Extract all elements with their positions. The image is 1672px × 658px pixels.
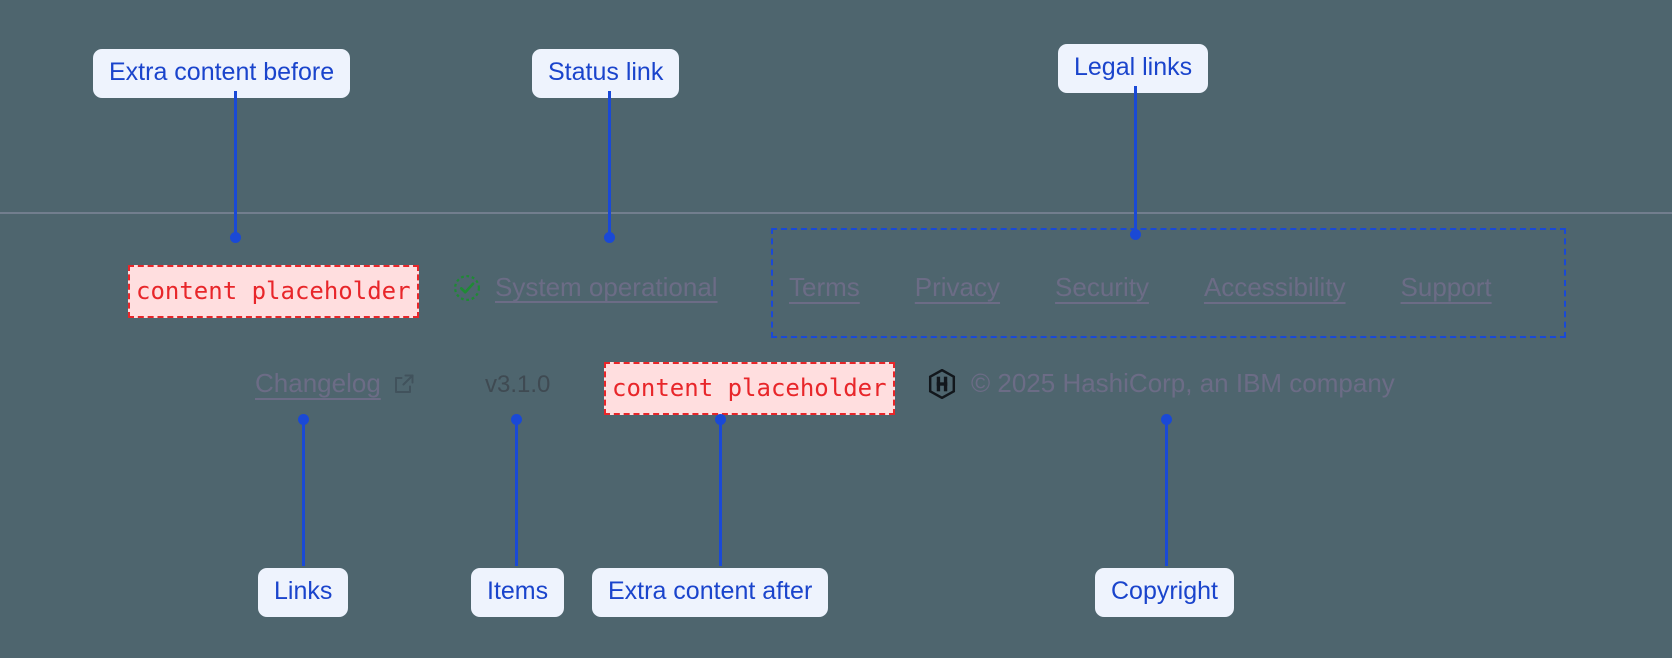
status-link-label: System operational [495,272,718,302]
hashicorp-logo [928,368,956,399]
leader-line-copyright [1165,419,1168,566]
leader-line-extra-before [234,91,237,238]
callout-extra-content-before: Extra content before [93,49,351,98]
copyright-text: © 2025 HashiCorp, an IBM company [971,368,1395,398]
extra-content-after-slot: content placeholder [604,362,895,415]
legal-links-list: Terms Privacy Security Accessibility Sup… [789,272,1492,303]
leader-line-links [302,419,305,566]
changelog-label: Changelog [255,368,381,398]
check-circle-icon [454,274,480,301]
callout-links: Links [258,568,349,617]
changelog-link[interactable]: Changelog [255,368,416,399]
legal-link-accessibility[interactable]: Accessibility [1203,272,1346,302]
legal-links-highlight-box [771,228,1566,338]
callout-extra-content-after: Extra content after [592,568,829,617]
callout-copyright: Copyright [1095,568,1234,617]
legal-link-privacy[interactable]: Privacy [914,272,1001,302]
leader-line-status [608,91,611,238]
leader-dot-legal [1130,229,1141,240]
legal-link-terms[interactable]: Terms [789,272,860,302]
leader-line-items [515,419,518,566]
status-link[interactable]: System operational [452,272,718,303]
extra-content-before-slot: content placeholder [128,265,419,318]
copyright-block: © 2025 HashiCorp, an IBM company [927,368,1395,399]
version-label: v3.1.0 [485,371,551,398]
leader-line-legal [1134,86,1137,235]
footer-top-divider [0,212,1672,214]
callout-items: Items [471,568,565,617]
callout-status-link: Status link [532,49,680,98]
callout-legal-links: Legal links [1058,44,1209,93]
legal-link-support[interactable]: Support [1400,272,1492,302]
leader-line-extra-after [719,419,722,566]
legal-link-security[interactable]: Security [1055,272,1149,302]
leader-dot-extra-before [230,232,241,243]
leader-dot-status [604,232,615,243]
external-link-icon [394,374,414,393]
